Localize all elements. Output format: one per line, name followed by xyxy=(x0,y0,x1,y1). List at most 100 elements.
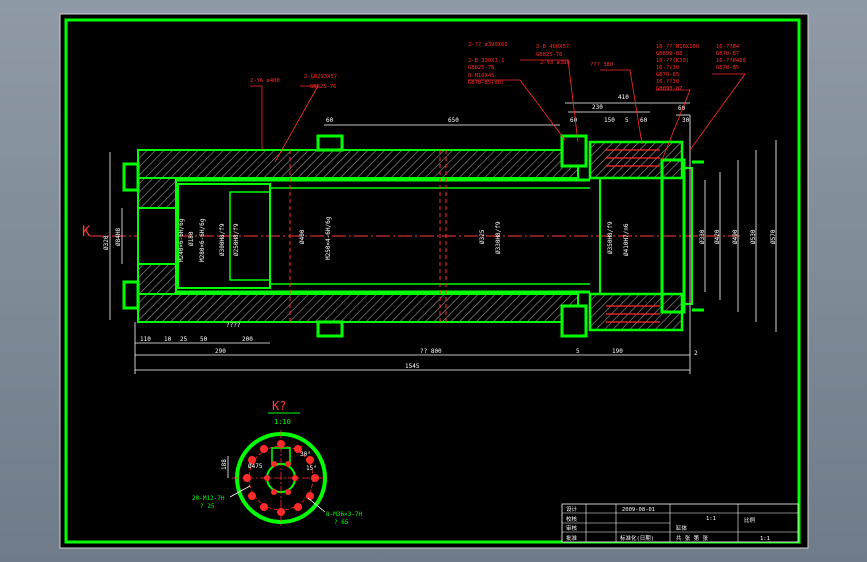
callout-right-0: 16-?? M10X100 xyxy=(656,44,699,50)
tb-row-2: 审核 xyxy=(566,524,578,532)
section-note-m36-depth: ? 65 xyxy=(334,519,349,526)
dim-top-650: 650 xyxy=(448,117,459,124)
callout-mid-5: 2-Y3 ø380 xyxy=(540,60,570,66)
dim-bottom-50: 50 xyxy=(200,336,208,343)
top-lug xyxy=(316,134,344,152)
dim-v-410h7: Ø410H7/n6 xyxy=(623,223,630,256)
left-boss xyxy=(122,162,140,192)
dim-v-325: Ø325 xyxy=(479,229,486,244)
section-dim-30: 30° xyxy=(300,451,311,458)
tb-date: 2009-08-01 xyxy=(622,507,655,513)
dim-v-320: Ø320 xyxy=(103,235,110,250)
callout-right-2: 16-??(K30) xyxy=(656,58,689,64)
dim-v-330h8: Ø330H8/f9 xyxy=(495,221,502,254)
vertical-dimensions: K Ø320 Ø84H8 M240×6-6H/6g Ø180 M280×6-6H… xyxy=(82,216,777,329)
dim-top-60d: 60 xyxy=(570,117,578,124)
left-bore xyxy=(137,207,177,265)
tb-cell-1: 1:1 xyxy=(760,536,770,542)
hidden-lines xyxy=(289,150,447,322)
dim-top-230: 230 xyxy=(592,104,603,111)
dim-bottom-800: ?? 800 xyxy=(420,348,442,355)
dim-top-60b: 60 xyxy=(678,105,686,112)
callout-mid-4: GB825-76 xyxy=(468,65,495,71)
callout-right-6: GB893-87 xyxy=(656,86,683,92)
callout-right-4: GB70-85 xyxy=(656,72,679,78)
left-end-upper xyxy=(137,177,177,209)
top-dimensions: 60 650 410 230 60 150 5 60 60 30 xyxy=(326,94,690,124)
callout-right-1: GB899-88 xyxy=(656,51,683,57)
dim-v-350h8: Ø350H8/f9 xyxy=(607,221,614,254)
dim-top-410: 410 xyxy=(618,94,629,101)
tb-row-0: 设计 xyxy=(566,505,578,513)
dim-v-m250: M250×4-6H/6g xyxy=(325,216,332,260)
dim-top-150: 150 xyxy=(604,117,615,124)
dimension-lines xyxy=(109,102,777,374)
callout-mid-6: ??? 380 xyxy=(590,62,613,68)
bottom-dimensions: 110 10 25 50 290 200 ?? 800 5 190 2 1545 xyxy=(140,336,698,370)
view-label-k: K xyxy=(82,224,91,240)
callout-right-7: 16-??Ø4 xyxy=(716,43,740,50)
dim-bottom-2: 2 xyxy=(694,350,698,357)
tb-footer-2: 比例 xyxy=(744,516,756,524)
tb-scale: 1:1 xyxy=(706,516,716,522)
dim-v-300h8: Ø300H8/f9 xyxy=(219,223,226,256)
callout-left-1: 2-GB293X57 xyxy=(304,74,337,80)
callout-mid-3: 2-B 330X3.1 xyxy=(468,58,504,64)
section-note-m36: 8-M36×3-7H xyxy=(326,511,363,518)
callout-right-5: 16-??30 xyxy=(656,79,679,85)
dim-bottom-25: 25 xyxy=(180,336,188,343)
tb-row-1: 校核 xyxy=(566,515,578,523)
piston-inner xyxy=(229,191,271,281)
bottom-wall-section xyxy=(137,293,579,323)
dim-top-5: 5 xyxy=(625,117,629,124)
callout-right-10: GB70-85 xyxy=(716,65,739,71)
dim-v-490: Ø490 xyxy=(732,229,739,244)
dim-bottom-290: 290 xyxy=(215,348,226,355)
dim-v-180: Ø180 xyxy=(188,231,195,246)
section-view: K? 1:10 188 Ø475 30° 15° 20-M12-7H ? 25 … xyxy=(192,399,363,526)
dim-bottom-5: 5 xyxy=(576,348,580,355)
bottom-flange-right xyxy=(560,304,588,338)
sheet-frame xyxy=(64,18,801,544)
callout-right-8: GB70-87 xyxy=(716,51,739,57)
dim-v-250h8: Ø250H8/f9 xyxy=(233,223,240,256)
section-note-m12: 20-M12-7H xyxy=(192,495,225,502)
dim-top-30: 30 xyxy=(682,117,690,124)
callout-mid-7: 8-M10X45 xyxy=(468,73,495,79)
left-end-lower xyxy=(137,263,177,295)
dim-v-m240: M240×6-6H/6g xyxy=(178,218,185,262)
tb-footer-0: 标准化(日期) xyxy=(620,534,654,542)
right-cap-end xyxy=(683,167,693,305)
section-dim-188-label: 188 xyxy=(221,459,228,470)
tb-footer-1: 共 张 第 张 xyxy=(676,534,708,542)
callout-right-9: 16-??Ø480 xyxy=(716,57,746,64)
dim-bottom-200: 200 xyxy=(242,336,253,343)
dim-v-420: Ø420 xyxy=(714,229,721,244)
callout-left-0: 2-Y6 ø400 xyxy=(250,78,280,84)
section-label: K? xyxy=(272,399,286,413)
title-block: 设计 校核 审核 批准 2009-08-01 缸体 1:1 1:1 标准化(日期… xyxy=(561,503,799,543)
dim-v-330: Ø330 xyxy=(699,229,706,244)
dim-bottom-10: 10 xyxy=(164,336,172,343)
top-wall-section xyxy=(137,149,579,179)
title-block-grid xyxy=(562,504,798,542)
tb-part-name: 缸体 xyxy=(676,524,688,532)
section-dim-475: Ø475 xyxy=(248,463,263,470)
left-boss-lower xyxy=(122,280,140,310)
section-leader-left xyxy=(229,485,251,498)
callout-mid-0: 2-?? ø390X60 xyxy=(468,42,508,48)
cylinder-body xyxy=(122,134,704,338)
dim-bottom-110: 110 xyxy=(140,336,151,343)
dim-bottom-190: 190 xyxy=(612,348,623,355)
dim-v-84h8: Ø84H8 xyxy=(115,228,122,246)
dim-top-60a: 60 xyxy=(326,117,334,124)
top-flange-right xyxy=(560,134,588,168)
bolt-group xyxy=(606,149,660,323)
callout-leaders xyxy=(250,59,746,163)
tb-row-3: 批准 xyxy=(566,534,578,542)
callouts: 2-Y6 ø400 2-GB293X57 GB825-76 2-?? ø390X… xyxy=(250,42,746,92)
dim-top-60c: 60 xyxy=(640,117,648,124)
callout-mid-1: 2-B 400X57 xyxy=(536,44,569,50)
title-block-text: 设计 校核 审核 批准 2009-08-01 缸体 1:1 1:1 标准化(日期… xyxy=(566,505,770,542)
